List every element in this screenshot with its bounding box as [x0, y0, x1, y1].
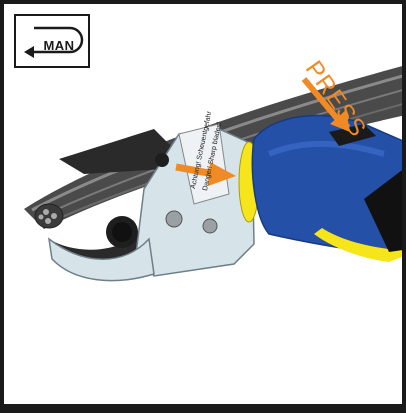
press-arrow	[301, 77, 350, 132]
frame-bottom-border	[0, 404, 406, 413]
black-grip	[364, 170, 402, 252]
upper-blade	[59, 129, 174, 174]
cable-cutter-illustration	[24, 66, 402, 282]
manual-mode-label: MAN	[43, 38, 75, 53]
manual-mode-badge: MAN	[14, 14, 90, 68]
insert-arrow	[175, 162, 236, 186]
warning-label	[178, 123, 230, 205]
yellow-grip	[314, 228, 402, 262]
screw-1	[165, 210, 183, 228]
screw-2	[202, 218, 218, 234]
press-button[interactable]	[329, 124, 376, 146]
return-arrow-icon	[24, 26, 84, 58]
